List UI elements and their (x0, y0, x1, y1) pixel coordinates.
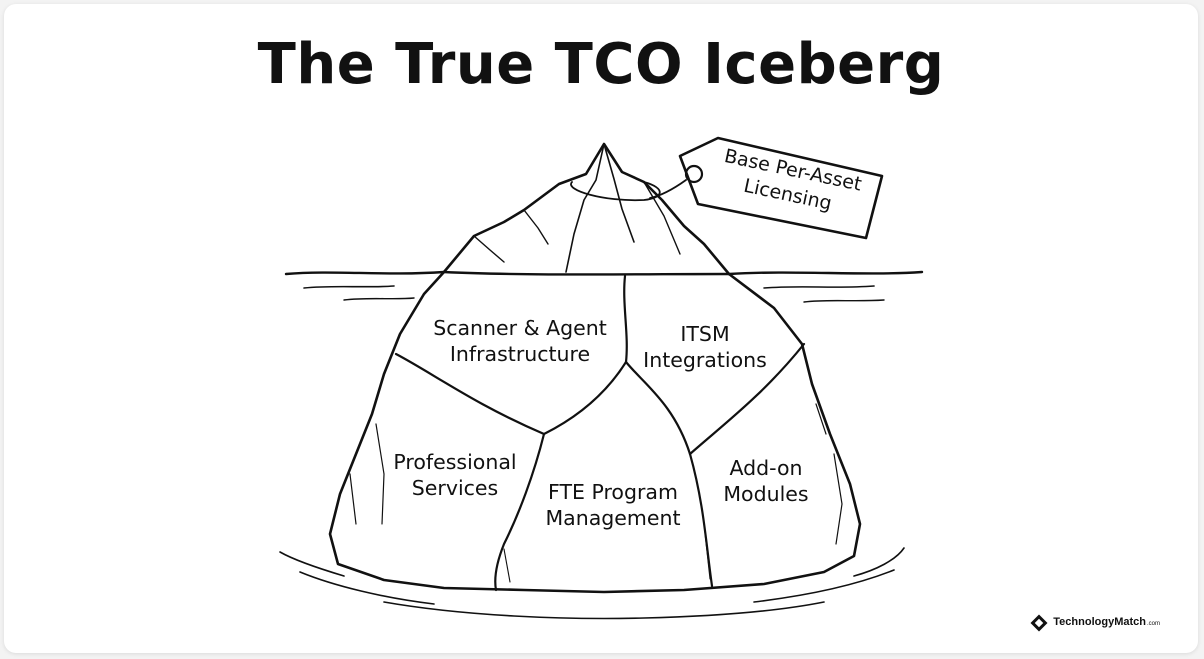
hatch (833, 453, 843, 545)
segment-label-services: Services (412, 476, 498, 500)
water-ripple (303, 285, 395, 289)
hatch (815, 403, 827, 435)
water-line (727, 270, 924, 276)
page-title: The True TCO Iceberg (257, 32, 945, 97)
tip-crack (603, 143, 635, 243)
iceberg-waterline-edge (442, 270, 731, 276)
segment-label-itsm: Integrations (643, 348, 767, 372)
tip-crack (565, 143, 605, 273)
tip-crack (643, 181, 681, 255)
tag-shape (678, 136, 884, 240)
hatch (349, 473, 357, 525)
base-ripple (279, 551, 345, 577)
segment-divider (494, 432, 546, 592)
segment-label-addon: Add-on (729, 456, 802, 480)
water-line (284, 270, 446, 276)
tip-ring (570, 181, 661, 202)
segment-label-fte: Management (545, 506, 680, 530)
segment-label-addon: Modules (723, 482, 808, 506)
base-ripple (383, 601, 825, 620)
segment-label-services: Professional (393, 450, 516, 474)
iceberg-diagram: Base Per-Asset Licensing Scanner & Agent… (279, 136, 924, 620)
diagram-card: The True TCO Iceberg (4, 4, 1198, 653)
water-ripple (343, 297, 415, 301)
segment-label-scanner: Infrastructure (450, 342, 590, 366)
segment-divider (394, 352, 628, 436)
tag-string (649, 179, 687, 199)
water-ripple (803, 299, 885, 303)
tip-crack (473, 235, 505, 263)
iceberg-tip (442, 142, 731, 276)
hatch (375, 423, 385, 525)
hatch (503, 548, 511, 583)
segment-label-scanner: Scanner & Agent (433, 316, 607, 340)
base-ripple (753, 569, 895, 603)
segment-divider (688, 342, 806, 456)
hatch (703, 523, 711, 580)
base-ripple (853, 547, 905, 577)
brand-name: TechnologyMatch (1053, 616, 1146, 628)
diamond-logo-icon (1029, 613, 1048, 632)
base-ripple (299, 571, 435, 605)
tip-crack (523, 209, 549, 245)
segment-label-itsm: ITSM (680, 322, 729, 346)
iceberg-body (328, 270, 862, 594)
water-ripple (763, 285, 875, 289)
brand-logo: TechnologyMatch .com (1029, 613, 1160, 632)
brand-tld: .com (1146, 620, 1160, 627)
segment-label-fte: FTE Program (548, 480, 678, 504)
